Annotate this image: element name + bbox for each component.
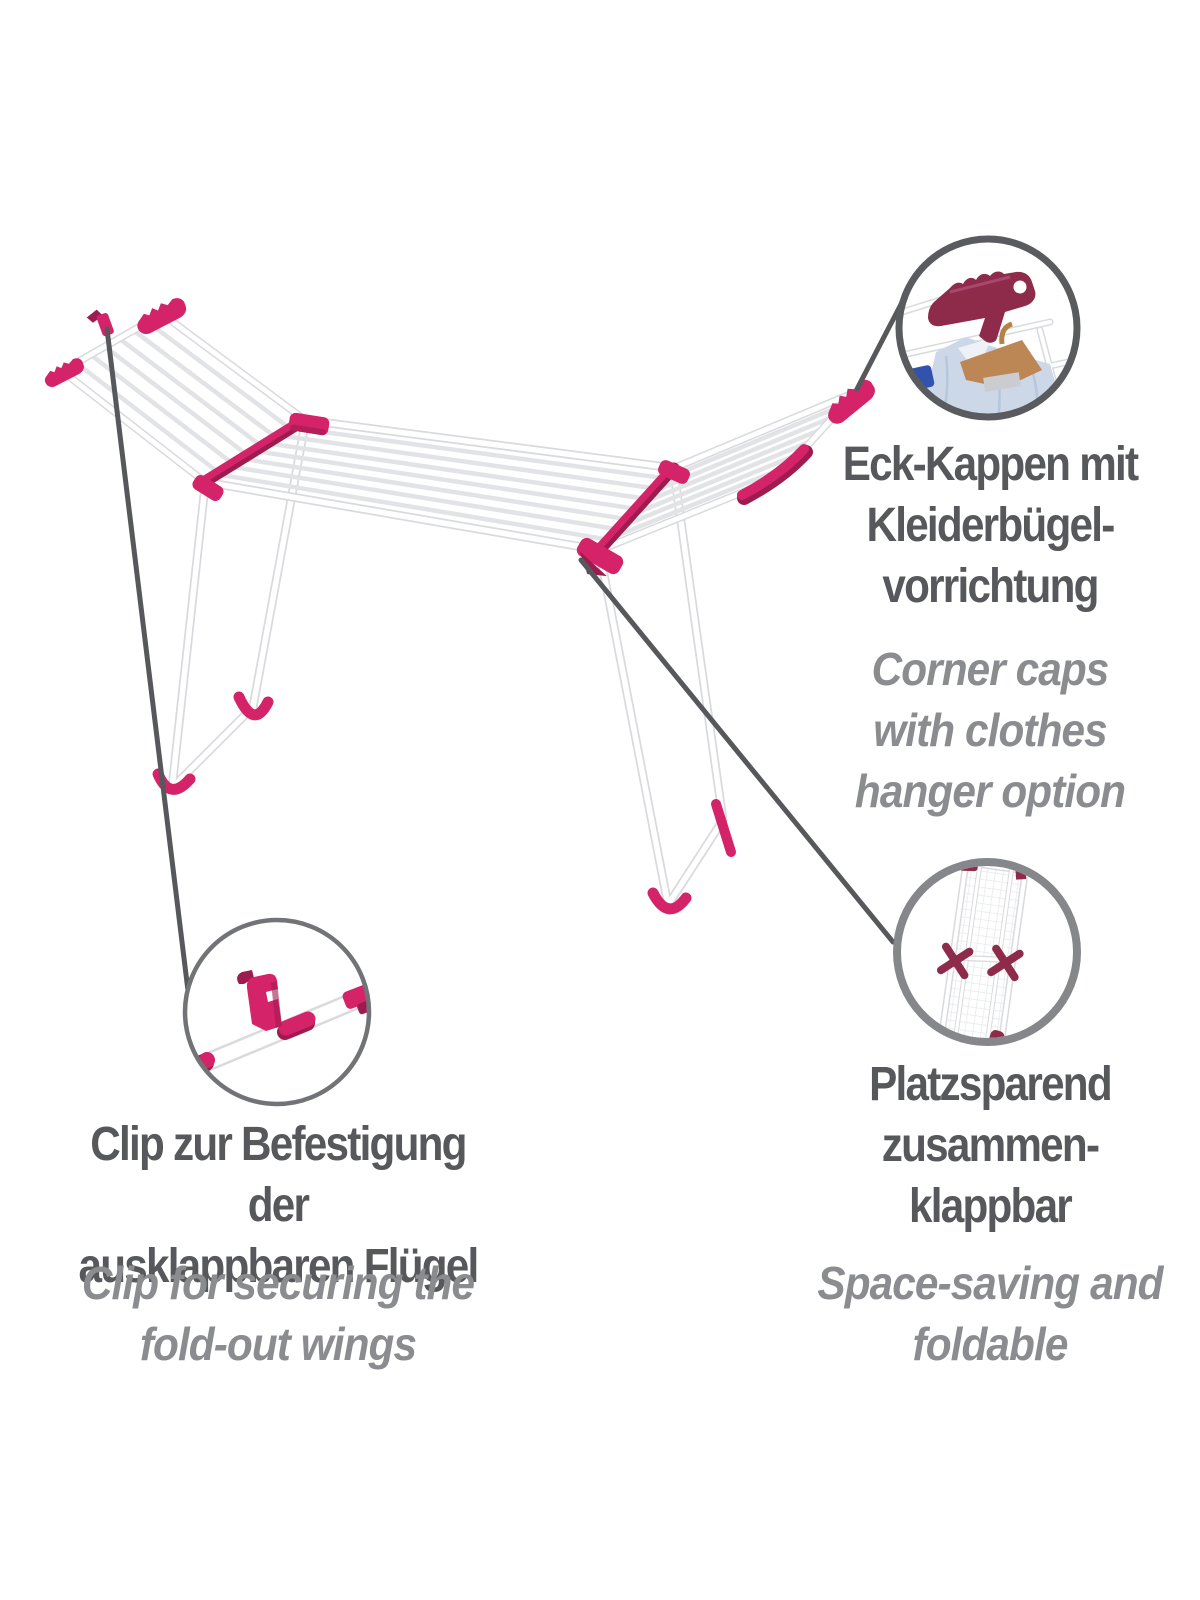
wing-edge-cap: [737, 444, 809, 500]
rail: [608, 402, 848, 541]
circle-border: [895, 235, 1081, 421]
inset-hanger-hook: [999, 321, 1013, 345]
center-frame: [202, 417, 677, 553]
callout-title-corner-caps: Eck-Kappen mit Kleiderbügel- vorrichtung: [842, 438, 1139, 613]
callout-subtitle-clip: Clip for securing the fold-out wings: [81, 1257, 475, 1370]
inset-hanger: [960, 340, 1042, 388]
leader-line-foldable: [578, 557, 896, 945]
left-legs: [152, 419, 310, 795]
wing-clip: [86, 309, 114, 337]
detail-circle-corner-cap: [895, 235, 1081, 421]
x-joint: [936, 942, 974, 980]
folded-joint-left: [936, 942, 974, 980]
inset-clip-band: [278, 1011, 316, 1036]
folded-foot: [985, 1030, 1005, 1038]
joint-shade: [290, 424, 326, 436]
inset-cap-ridge: [949, 275, 1011, 294]
foot-cap: [711, 799, 736, 857]
clip-inset: [193, 970, 367, 1074]
hinge-joint-back-left: [288, 412, 330, 436]
folded-joint-right: [987, 944, 1024, 982]
callout-subtitle-corner-caps: Corner caps with clothes hanger option: [854, 643, 1126, 817]
tag: [983, 372, 1021, 392]
leg-tube: [169, 421, 308, 791]
corner-cap-inset: [902, 271, 1074, 414]
detail-circle-clip: [182, 917, 372, 1107]
joint: [192, 475, 224, 501]
left-wing: [58, 310, 309, 486]
inset-cap-hanger-hole: [1013, 280, 1027, 294]
fitting: [342, 983, 367, 1009]
center-section: [200, 415, 679, 555]
inset-right-fitting: [342, 983, 367, 1015]
callout-title-clip: Clip zur Befestigung der ausklappbaren F…: [78, 1118, 479, 1293]
callout-title-foldable: Platzsparend zusammen- klappbar: [869, 1058, 1113, 1233]
foot: [985, 1030, 1005, 1038]
leader-line-clip: [104, 326, 192, 1002]
right-legs: [595, 467, 736, 915]
joint: [576, 537, 624, 575]
callout-subtitle-foldable: Space-saving and foldable: [817, 1257, 1163, 1370]
inset-shirt-collar: [958, 338, 992, 372]
hinge-joint-back-right: [658, 460, 690, 484]
rail: [74, 319, 293, 476]
hinge-bar-left: [199, 414, 307, 484]
x-joint: [987, 944, 1024, 982]
clip-tab: [86, 309, 104, 323]
drying-rack: [41, 293, 880, 915]
circle-border: [893, 858, 1081, 1046]
hinge-joint-front-left: [192, 475, 224, 501]
foot-cap: [647, 887, 692, 915]
inset-label-tag: [983, 372, 1021, 392]
wing-frame: [59, 311, 308, 485]
inset-clip-shade: [271, 981, 282, 1028]
circle-border: [182, 917, 372, 1107]
hinge-bar-right: [594, 462, 676, 552]
joint: [658, 460, 690, 484]
detail-circle-foldable: [893, 858, 1081, 1046]
fitting-shade: [357, 999, 367, 1015]
rail: [215, 425, 668, 543]
foot-cap: [233, 691, 274, 721]
leg-tube: [597, 469, 726, 908]
